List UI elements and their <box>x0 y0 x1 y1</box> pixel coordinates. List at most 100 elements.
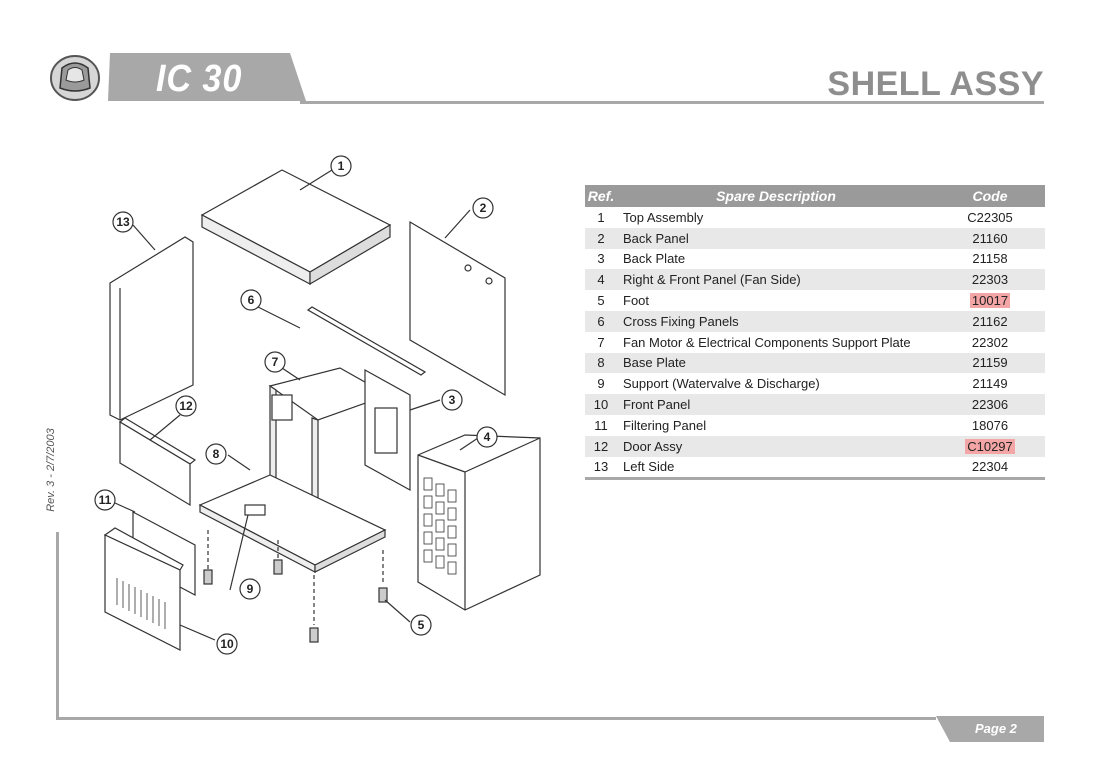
header-code: Code <box>935 185 1045 207</box>
description-cell: Left Side <box>617 456 935 481</box>
part-code: 10017 <box>969 293 1011 309</box>
page-number: Page 2 <box>975 721 1017 736</box>
part-door <box>118 414 197 507</box>
ref-cell: 11 <box>594 417 608 433</box>
callout-label-13: 13 <box>116 215 130 229</box>
part-code: 21162 <box>972 313 1008 329</box>
revision-label: Rev. 3 - 2/7/2003 <box>45 428 57 512</box>
callout-4 <box>476 426 498 448</box>
side-rule <box>56 532 59 720</box>
description-cell: Support (Watervalve & Discharge) <box>623 376 820 392</box>
part-base-plate <box>198 454 387 573</box>
callout-label-6: 6 <box>248 293 255 307</box>
ref-cell: 6 <box>585 310 617 332</box>
section-title: SHELL ASSY <box>827 65 1044 103</box>
bottom-rule <box>56 717 936 720</box>
description-cell: Front Panel <box>617 394 935 415</box>
part-code: C22305 <box>967 209 1013 225</box>
callout-6 <box>240 289 262 311</box>
description-cell: Top Assembly <box>623 209 704 225</box>
callout-13 <box>112 211 134 233</box>
callout-label-4: 4 <box>484 430 491 444</box>
table-row: 7 Fan Motor & Electrical Components Suppo… <box>585 332 1045 353</box>
callout-label-12: 12 <box>179 399 193 413</box>
description-cell: Base Plate <box>617 352 935 374</box>
model-name: IC 30 <box>156 58 243 100</box>
table-header-row: Ref. Spare Description Code <box>585 185 1045 207</box>
description-cell: Back Plate <box>623 251 686 267</box>
part-code: 21149 <box>972 376 1008 392</box>
part-code: 21160 <box>972 230 1008 246</box>
table-row: 3 Back Plate 21158 <box>585 249 1045 270</box>
page-tab-shape <box>936 716 1044 742</box>
part-code: 18076 <box>971 417 1009 433</box>
description-cell: Cross Fixing Panels <box>617 310 935 332</box>
part-code: 22304 <box>971 459 1009 475</box>
part-left-side <box>109 224 194 421</box>
description-cell: Filtering Panel <box>623 417 707 433</box>
table-row: 1 Top Assembly C22305 <box>585 207 1045 228</box>
part-back-plate <box>364 368 441 492</box>
callout-label-5: 5 <box>418 618 425 632</box>
table-row: 9 Support (Watervalve & Discharge) 21149 <box>585 373 1045 394</box>
part-support-plate <box>268 367 390 532</box>
ref-cell: 13 <box>585 456 617 481</box>
ref-cell: 2 <box>585 227 617 249</box>
description-cell: Fan Motor & Electrical Components Suppor… <box>623 334 911 350</box>
callout-2 <box>472 197 494 219</box>
callout-label-3: 3 <box>449 393 456 407</box>
description-cell: Door Assy <box>617 435 935 457</box>
code-cell: C10297 <box>935 435 1045 457</box>
header-rule <box>300 101 1044 104</box>
code-cell: 21158 <box>935 249 1045 270</box>
callout-label-1: 1 <box>338 159 345 173</box>
description-cell: Foot <box>623 293 650 309</box>
ref-cell: 5 <box>597 293 605 309</box>
code-cell: 21159 <box>935 352 1045 374</box>
part-code: 21158 <box>972 251 1008 267</box>
description-cell: Right & Front Panel (Fan Side) <box>617 269 935 291</box>
code-cell: 22304 <box>935 456 1045 481</box>
part-back-panel <box>409 209 506 397</box>
ref-cell: 12 <box>585 435 617 457</box>
ref-cell: 1 <box>597 209 605 225</box>
callout-label-9: 9 <box>247 582 254 596</box>
header-ref: Ref. <box>585 185 617 207</box>
ref-cell: 9 <box>597 376 605 392</box>
part-code: 22302 <box>971 334 1009 350</box>
code-cell: 18076 <box>935 415 1045 436</box>
callout-7 <box>264 351 286 373</box>
callout-label-10: 10 <box>220 637 234 651</box>
code-cell: 21160 <box>935 227 1045 249</box>
ref-cell: 7 <box>597 334 605 350</box>
callout-3 <box>441 389 463 411</box>
code-cell: 22302 <box>935 332 1045 353</box>
callout-label-7: 7 <box>272 355 279 369</box>
code-cell: 22303 <box>935 269 1045 291</box>
code-cell: 21149 <box>935 373 1045 394</box>
part-top-assembly <box>200 169 392 286</box>
part-cross-fixing <box>255 305 427 376</box>
part-code: C10297 <box>965 438 1015 454</box>
description-cell: Back Panel <box>617 227 935 249</box>
table-row: 5 Foot 10017 <box>585 290 1045 311</box>
ref-cell: 10 <box>585 394 617 415</box>
part-code: 21159 <box>972 355 1008 371</box>
header-tab-shape <box>108 53 306 101</box>
ref-cell: 3 <box>597 251 605 267</box>
callout-1 <box>330 155 352 177</box>
callout-8 <box>205 443 227 465</box>
callout-11 <box>94 489 116 511</box>
part-front-panel <box>103 527 216 651</box>
callout-label-11: 11 <box>99 493 112 507</box>
code-cell: 10017 <box>935 290 1045 311</box>
table-row: 11 Filtering Panel 18076 <box>585 415 1045 436</box>
code-cell: C22305 <box>935 207 1045 228</box>
code-cell: 21162 <box>935 310 1045 332</box>
